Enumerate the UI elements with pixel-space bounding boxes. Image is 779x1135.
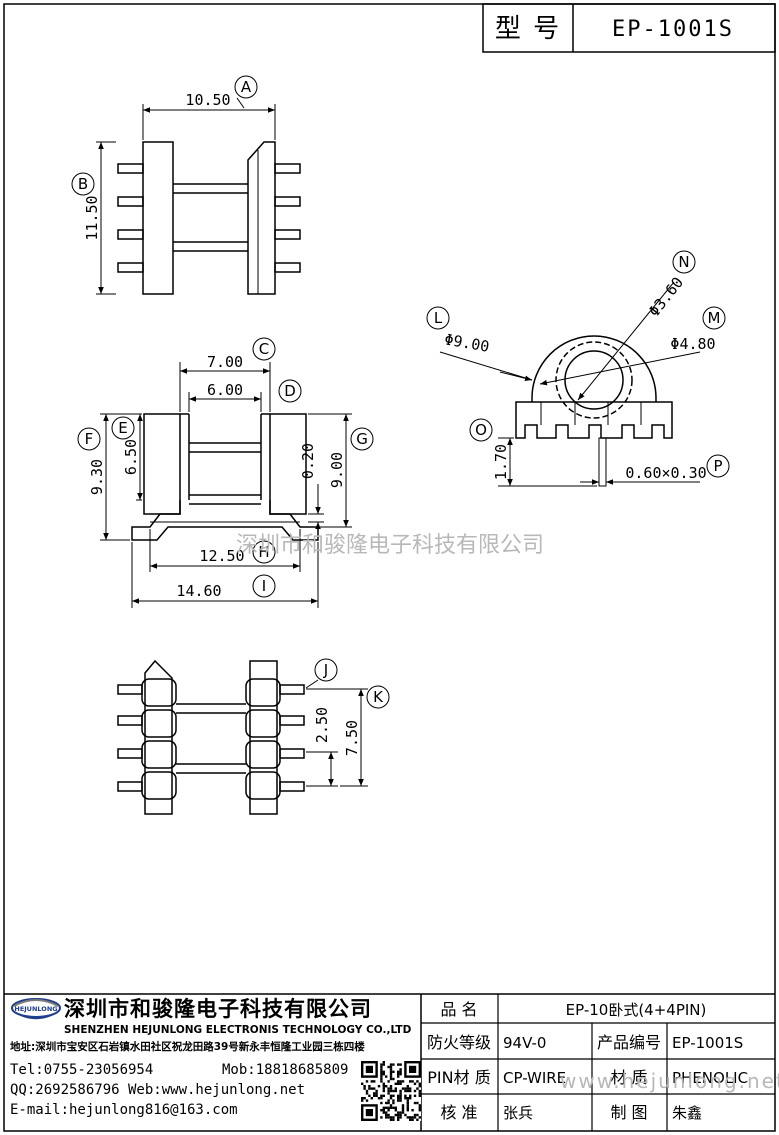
svg-text:7.50: 7.50 <box>343 720 361 756</box>
product-name-label: 品 名 <box>440 1000 477 1019</box>
svg-text:6.00: 6.00 <box>207 381 243 399</box>
svg-text:G: G <box>356 430 368 448</box>
dim-c: 7.00 C <box>179 337 276 412</box>
svg-text:A: A <box>241 78 252 96</box>
watermark-site: www.hejunlong.net <box>560 1069 779 1093</box>
dim-m: Φ4.80 M <box>539 306 726 386</box>
company-tel: Tel:0755-23056954 <box>10 1062 153 1078</box>
drafter-label: 制 图 <box>610 1103 647 1122</box>
fire-rating-label: 防火等级 <box>427 1033 491 1052</box>
product-code-value: EP-1001S <box>672 1034 743 1052</box>
company-mob: Mob:18818685809 <box>222 1062 348 1078</box>
dim-n: Φ3.60 N <box>577 250 696 401</box>
company-qq-web: QQ:2692586796 Web:www.hejunlong.net <box>10 1082 305 1098</box>
checker-value: 张兵 <box>503 1104 533 1122</box>
svg-text:HEJUNLONG: HEJUNLONG <box>14 1005 57 1013</box>
dim-g: 9.00 G <box>308 413 374 528</box>
product-name-value: EP-10卧式(4+4PIN) <box>566 1001 707 1019</box>
watermark-company: 深圳市和骏隆电子科技有限公司 <box>236 533 544 558</box>
bottom-view <box>117 659 305 815</box>
svg-text:K: K <box>373 688 384 706</box>
dim-b: 11.50 B <box>71 141 116 295</box>
company-email: E-mail:hejunlong816@163.com <box>10 1102 238 1118</box>
svg-text:7.00: 7.00 <box>207 353 243 371</box>
dim-o: 1.70 O <box>469 418 597 487</box>
company-block: HEJUNLONG 深圳市和骏隆电子科技有限公司 SHENZHEN HEJUNL… <box>10 997 421 1121</box>
dim-j: 2.50 J <box>305 658 338 787</box>
svg-text:10.50: 10.50 <box>185 91 230 109</box>
svg-text:O: O <box>475 421 487 439</box>
svg-text:B: B <box>78 175 88 193</box>
svg-text:1.70: 1.70 <box>492 444 510 480</box>
dim-pin-gap: 0.20 <box>299 443 324 540</box>
svg-text:6.50: 6.50 <box>122 439 140 475</box>
svg-text:2.50: 2.50 <box>313 707 331 743</box>
title-block: 品 名 EP-10卧式(4+4PIN) 防火等级 94V-0 产品编号 EP-1… <box>4 993 775 1131</box>
pin-material-label: PIN材 质 <box>427 1068 490 1087</box>
drafter-value: 朱鑫 <box>672 1104 702 1122</box>
svg-text:C: C <box>259 340 269 358</box>
pin-material-value: CP-WIRE <box>503 1069 566 1087</box>
svg-text:E: E <box>118 419 127 437</box>
svg-text:I: I <box>262 577 266 595</box>
svg-text:Φ9.00: Φ9.00 <box>443 330 491 356</box>
model-label: 型 号 <box>495 14 561 44</box>
svg-text:F: F <box>85 430 94 448</box>
fire-rating-value: 94V-0 <box>503 1034 546 1052</box>
dim-p: 0.60×0.30 P <box>580 454 730 485</box>
checker-label: 核 准 <box>440 1103 477 1122</box>
dim-l: Φ9.00 L <box>426 306 533 382</box>
svg-text:12.50: 12.50 <box>199 547 244 565</box>
svg-text:0.60×0.30: 0.60×0.30 <box>625 464 706 482</box>
company-name-cn: 深圳市和骏隆电子科技有限公司 <box>64 997 372 1021</box>
material-value: PHENOLIC <box>672 1069 748 1087</box>
product-code-label: 产品编号 <box>597 1033 661 1052</box>
dim-e: 6.50 E <box>111 413 143 501</box>
dim-i: 14.60 I <box>131 542 319 608</box>
company-logo: HEJUNLONG <box>11 998 61 1020</box>
qr-code <box>361 1061 421 1121</box>
svg-text:9.00: 9.00 <box>328 452 346 488</box>
end-view <box>515 335 673 487</box>
svg-text:Φ4.80: Φ4.80 <box>670 335 715 353</box>
top-view <box>117 141 301 295</box>
svg-text:9.30: 9.30 <box>88 459 106 495</box>
svg-text:J: J <box>323 661 328 679</box>
model-value: EP-1001S <box>612 17 734 42</box>
material-label: 材 质 <box>610 1068 647 1087</box>
svg-text:M: M <box>708 309 721 327</box>
dim-h: 12.50 H <box>149 529 301 572</box>
svg-text:H: H <box>258 543 269 561</box>
svg-text:14.60: 14.60 <box>176 582 221 600</box>
svg-text:0.20: 0.20 <box>299 443 317 479</box>
svg-text:11.50: 11.50 <box>83 195 101 240</box>
svg-text:Φ3.60: Φ3.60 <box>645 274 687 321</box>
svg-text:P: P <box>713 457 722 475</box>
sheet-border <box>3 3 776 1132</box>
svg-text:N: N <box>678 253 689 271</box>
side-view <box>131 413 319 541</box>
company-address: 地址:深圳市宝安区石岩镇水田社区祝龙田路39号新永丰恒隆工业园三栋四楼 <box>10 1040 365 1053</box>
dim-d: 6.00 D <box>188 379 302 412</box>
dim-k: 7.50 K <box>306 685 390 787</box>
model-header: 型 号 EP-1001S <box>482 3 776 53</box>
svg-text:D: D <box>284 382 296 400</box>
dim-f: 9.30 F <box>77 413 142 541</box>
dim-a: 10.50 A <box>142 75 276 140</box>
svg-text:L: L <box>434 309 443 327</box>
company-name-en: SHENZHEN HEJUNLONG ELECTRONIS TECHNOLOGY… <box>64 1024 412 1036</box>
